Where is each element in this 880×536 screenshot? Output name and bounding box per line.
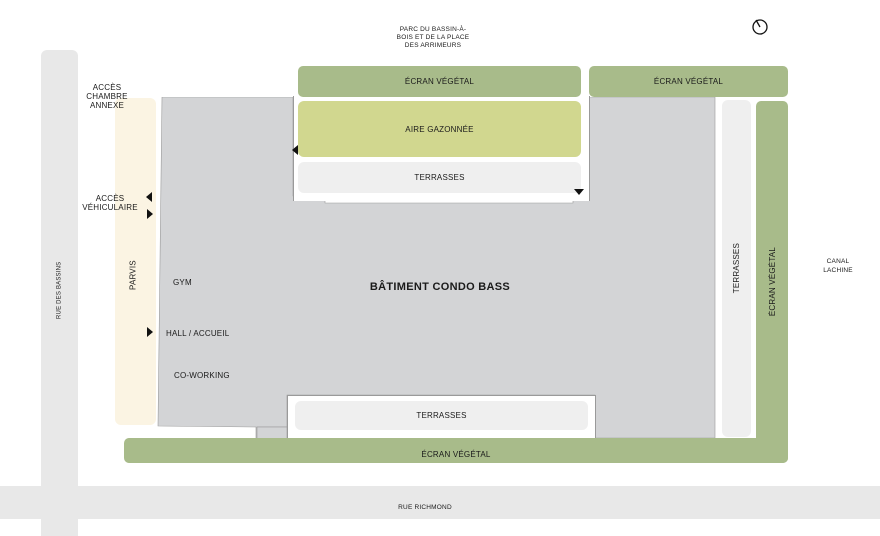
road-rue-des-bassins — [41, 50, 78, 536]
label-coworking: CO-WORKING — [174, 371, 230, 380]
terrace-top: TERRASSES — [298, 162, 581, 193]
hedge-bottom-label: ÉCRAN VÉGÉTAL — [421, 450, 491, 459]
hedge-right: ÉCRAN VÉGÉTAL — [756, 101, 788, 463]
arrow-right-icon — [147, 209, 153, 219]
label-parc-text: PARC DU BASSIN-À-BOIS ET DE LA PLACE DES… — [396, 26, 470, 49]
label-access-annex-text: ACCÈS CHAMBRE ANNEXE — [86, 82, 128, 110]
hedge-bottom: ÉCRAN VÉGÉTAL — [124, 438, 788, 463]
hedge-top-right: ÉCRAN VÉGÉTAL — [589, 66, 788, 97]
arrow-left-icon — [146, 192, 152, 202]
label-access-vehicle-text: ACCÈS VÉHICULAIRE — [82, 194, 138, 212]
hedge-right-label: ÉCRAN VÉGÉTAL — [767, 247, 777, 317]
arrow-down-icon — [574, 189, 584, 195]
terrace-right: TERRASSES — [722, 100, 751, 437]
lawn-label: AIRE GAZONNÉE — [405, 124, 474, 134]
road-rue-richmond — [0, 486, 880, 519]
arrow-left-icon — [292, 145, 298, 155]
parvis-area — [115, 98, 156, 425]
compass-north-icon — [750, 16, 770, 36]
label-hall: HALL / ACCUEIL — [166, 329, 230, 338]
label-canal-text: CANAL LACHINE — [823, 258, 853, 274]
hedge-top-left: ÉCRAN VÉGÉTAL — [298, 66, 581, 97]
hedge-top-left-label: ÉCRAN VÉGÉTAL — [404, 77, 475, 86]
lawn-area: AIRE GAZONNÉE — [298, 101, 581, 157]
label-rue-richmond: RUE RICHMOND — [398, 503, 452, 511]
terrace-bottom-label: TERRASSES — [416, 411, 467, 420]
label-canal: CANAL LACHINE — [814, 256, 862, 276]
label-rue-des-bassins: RUE DES BASSINS — [56, 261, 63, 319]
terrace-bottom: TERRASSES — [295, 401, 588, 430]
arrow-right-icon — [147, 327, 153, 337]
label-access-vehicle: ACCÈS VÉHICULAIRE — [80, 193, 140, 213]
label-parvis: PARVIS — [128, 260, 138, 290]
hedge-top-right-label: ÉCRAN VÉGÉTAL — [653, 77, 724, 86]
building-title: BÂTIMENT CONDO BASS — [369, 280, 511, 293]
label-access-annex: ACCÈS CHAMBRE ANNEXE — [84, 81, 130, 111]
terrace-right-label: TERRASSES — [732, 243, 741, 294]
label-gym: GYM — [173, 278, 192, 287]
terrace-top-label: TERRASSES — [414, 173, 465, 182]
label-parc: PARC DU BASSIN-À-BOIS ET DE LA PLACE DES… — [378, 25, 488, 51]
